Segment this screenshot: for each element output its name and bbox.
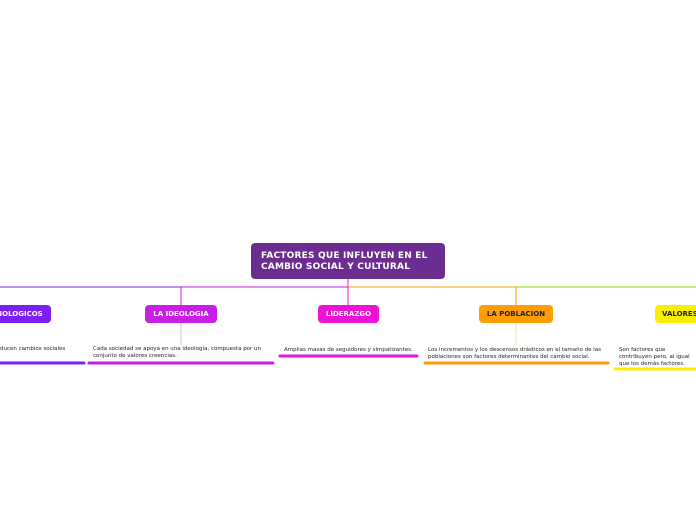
root-topic-label: FACTORES QUE INFLUYEN EN EL CAMBIO SOCIA… — [261, 251, 428, 272]
topic-poblacion[interactable]: LA POBLACION — [479, 305, 553, 323]
connector-poblacion — [348, 286, 517, 305]
topic-tecnologicos-label: NOLOGICOS — [0, 310, 43, 318]
connector-ideologia — [180, 279, 349, 305]
topic-ideologia[interactable]: LA IDEOLOGIA — [145, 305, 217, 323]
desc-liderazgo: Amplias masas de seguidores y simpatizan… — [284, 347, 413, 353]
topic-valores[interactable]: VALORES — [655, 305, 696, 323]
desc-valores: Son factores que contribuyen pero, al ig… — [619, 347, 690, 367]
topic-valores-label: VALORES — [662, 310, 696, 318]
topic-poblacion-label: LA POBLACION — [486, 310, 546, 318]
topic-liderazgo-label: LIDERAZGO — [325, 310, 372, 318]
topic-ideologia-label: LA IDEOLOGIA — [153, 310, 209, 318]
desc-poblacion: Los incrementos y los descensos drástico… — [428, 347, 602, 360]
desc-ideologia: Cada sociedad se apoya en una ideología,… — [93, 346, 262, 359]
topic-liderazgo[interactable]: LIDERAZGO — [318, 305, 379, 323]
desc-tecnologicos: ducen cambios sociales — [0, 346, 66, 352]
root-topic[interactable]: FACTORES QUE INFLUYEN EN EL CAMBIO SOCIA… — [251, 243, 445, 279]
topic-tecnologicos[interactable]: NOLOGICOS — [0, 305, 51, 323]
